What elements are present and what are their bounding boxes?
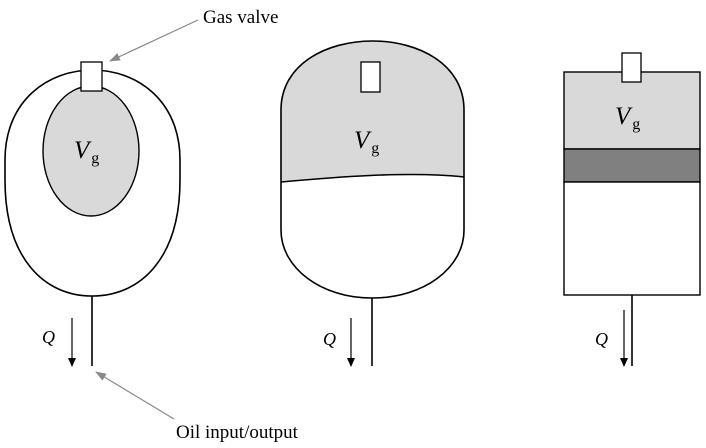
oil-port-leader [95, 371, 175, 420]
diaphragm-shell [280, 40, 465, 299]
bladder-flow-symbol: Q [42, 327, 55, 347]
diaphragm-membrane [280, 173, 465, 183]
piston [563, 148, 701, 183]
gas-valve-label: Gas valve [203, 7, 278, 28]
gas-valve-leader [109, 19, 199, 62]
bladder-gas-valve [80, 61, 103, 92]
piston-oil-chamber [563, 181, 701, 296]
diaphragm-flow-symbol: Q [323, 329, 336, 349]
piston-gas-valve [621, 52, 642, 83]
oil-port-label: Oil input/output [176, 422, 299, 443]
diaphragm-gas-valve [360, 61, 381, 93]
piston-gas-chamber [563, 71, 701, 150]
piston-flow-symbol: Q [595, 329, 608, 349]
